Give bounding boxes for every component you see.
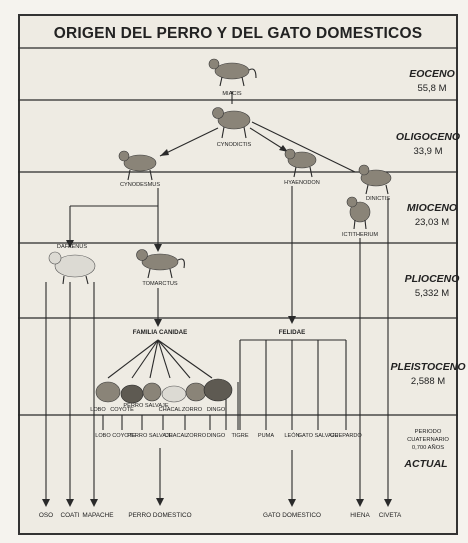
canid-species-label: PERRO SALVAJE <box>123 403 168 409</box>
connector <box>131 339 159 379</box>
canid-species-label: LOBO <box>90 407 106 413</box>
arrowhead <box>90 499 98 507</box>
era-name-actual: ACTUAL <box>403 458 447 470</box>
era-name-plioceno: PLIOCENO <box>405 273 460 285</box>
era-name-eoceno: EOCENO <box>409 68 455 80</box>
canid-bottom-label: DINGO <box>207 433 226 439</box>
connector <box>157 339 213 379</box>
arrowhead <box>154 244 162 252</box>
outcome-label-oso: OSO <box>39 512 53 519</box>
taxon-label-felidae: FELIDAE <box>279 329 305 336</box>
connector <box>107 339 159 379</box>
era-age-plioceno: 5,332 M <box>415 288 449 299</box>
era-name-pleistoceno: PLEISTOCENO <box>390 361 465 373</box>
ictitherium-illustration <box>346 196 371 230</box>
hyaenodon-illustration <box>284 148 317 178</box>
taxon-label-cynodesmus: CYNODESMUS <box>120 182 160 188</box>
diagram-title: ORIGEN DEL PERRO Y DEL GATO DOMESTICOS <box>54 25 422 42</box>
diagram-paper <box>18 14 458 535</box>
taxon-label-dafaenus: DAFAENUS <box>57 244 87 250</box>
miacis-illustration <box>208 58 257 87</box>
canid-species-illustrations <box>95 378 233 404</box>
outcome-label-mapache: MAPACHE <box>82 512 113 519</box>
dinictis-illustration <box>358 164 392 195</box>
connector <box>149 339 159 379</box>
era-age-eoceno: 55,8 M <box>417 83 446 94</box>
outcome-label-civeta: CIVETA <box>379 512 402 519</box>
taxon-label-ictitherium: ICTITHERIUM <box>342 232 378 238</box>
felid-species-label: GUEPARDO <box>330 433 362 439</box>
outcome-label-hiena: HIENA <box>350 512 370 519</box>
arrowhead <box>66 240 74 248</box>
outcome-label-gato-domestico: GATO DOMESTICO <box>263 512 321 519</box>
cynodesmus-illustration <box>118 150 157 181</box>
arrowhead <box>288 316 296 324</box>
canid-bottom-label: LOBO <box>95 433 111 439</box>
era-age-mioceno: 23,03 M <box>415 217 449 228</box>
era-name-oligoceno: OLIGOCENO <box>396 131 460 143</box>
era-age-pleistoceno: 2,588 M <box>411 376 445 387</box>
quaternary-note-line: PERIODO <box>415 429 442 435</box>
connector <box>157 339 171 379</box>
arrowhead <box>42 499 50 507</box>
arrowhead <box>384 499 392 507</box>
connector <box>159 127 219 157</box>
arrowhead <box>160 149 169 156</box>
canid-bottom-label: CHACAL <box>165 433 188 439</box>
canid-species-label: CHACAL <box>159 407 182 413</box>
dafaenus-illustration <box>48 251 96 285</box>
era-name-mioceno: MIOCENO <box>407 202 457 214</box>
arrowhead <box>156 498 164 506</box>
connector <box>157 339 191 379</box>
felid-species-label: LEÓN <box>284 432 299 439</box>
felid-species-label: PUMA <box>258 433 274 439</box>
taxon-label-familia-canidae: FAMILIA CANIDAE <box>133 329 187 336</box>
taxon-label-hyaenodon: HYAENODON <box>284 180 320 186</box>
quaternary-note-line: 0,700 AÑOS <box>412 444 444 451</box>
canid-bottom-label: PERRO SALVAJE <box>127 433 172 439</box>
arrowhead <box>356 499 364 507</box>
arrowhead <box>154 319 162 327</box>
taxon-label-cynodictis: CYNODICTIS <box>217 142 252 148</box>
felid-species-label: GATO SALVAJE <box>298 433 339 439</box>
canid-species-label: COYOTE <box>110 407 134 413</box>
outcome-label-coati: COATI <box>60 512 79 519</box>
canid-species-label: DINGO <box>207 407 226 413</box>
arrowhead <box>288 499 296 507</box>
felid-species-label: TIGRE <box>231 433 248 439</box>
outcome-label-perro-domestico: PERRO DOMESTICO <box>128 512 191 519</box>
arrowhead <box>66 499 74 507</box>
canid-species-label: ZORRO <box>182 407 203 413</box>
taxon-label-tomarctus: TOMARCTUS <box>142 281 178 287</box>
taxon-label-dinictis: DINICTIS <box>366 196 390 202</box>
tomarctus-illustration <box>136 249 185 279</box>
taxon-label-miacis: MIACIS <box>222 91 242 97</box>
connector <box>251 121 356 173</box>
canid-bottom-label: ZORRO <box>186 433 207 439</box>
quaternary-note-line: CUATERNARIO <box>407 437 449 443</box>
era-age-oligoceno: 33,9 M <box>413 146 442 157</box>
cynodictis-illustration <box>212 107 251 139</box>
canid-bottom-label: COYOTE <box>112 433 136 439</box>
arrowhead <box>279 145 288 152</box>
